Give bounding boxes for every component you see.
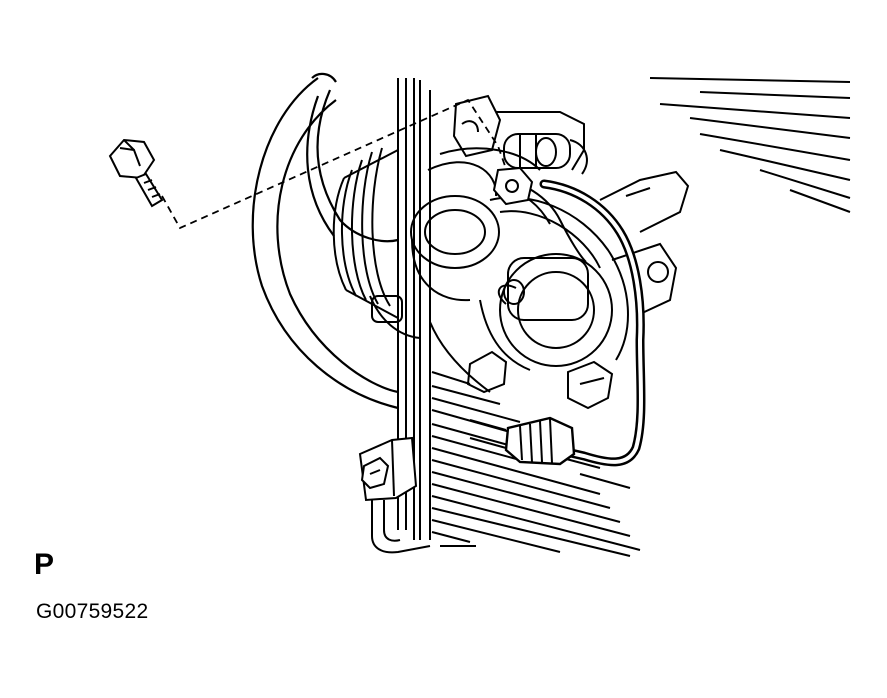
bracket-icon [360, 438, 416, 500]
view-label: P [34, 548, 55, 581]
suction-port-fitting [454, 96, 587, 174]
engine-outline [253, 74, 398, 408]
bolt-location-leader [162, 100, 510, 228]
hose-icon [470, 168, 641, 464]
engine-body-hatching [650, 78, 850, 212]
bolt-icon [110, 140, 162, 206]
figure-code: G00759522 [36, 600, 149, 623]
